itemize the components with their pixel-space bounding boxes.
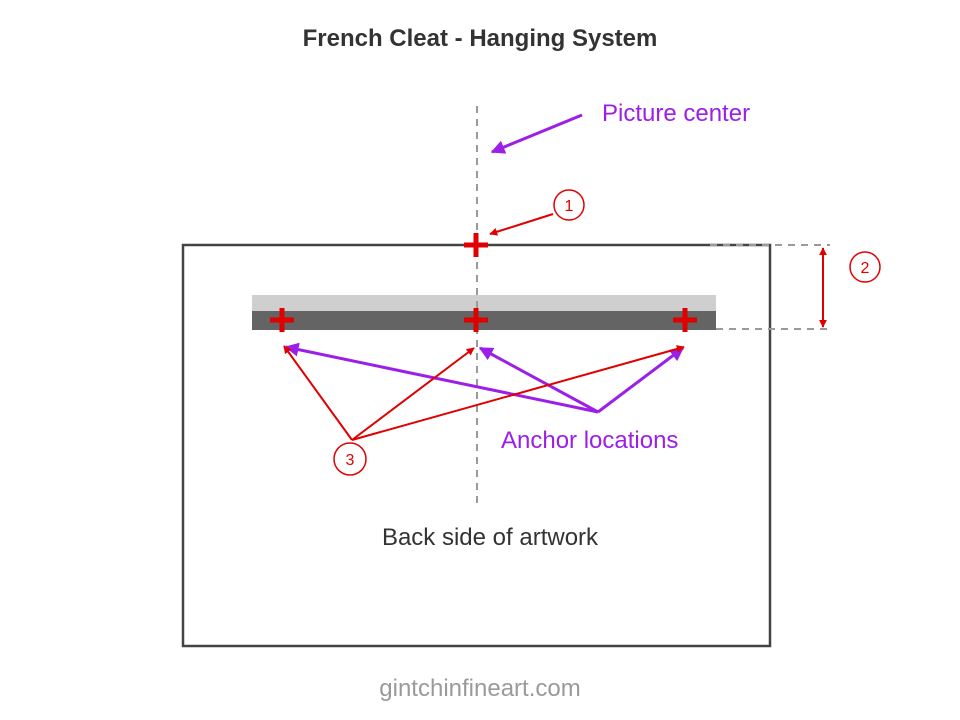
anchor-arrow-purple-right xyxy=(597,346,685,414)
callout-3-arrow-left xyxy=(283,345,353,441)
anchor-center-plus-marker xyxy=(464,308,488,332)
callout-2-circle xyxy=(849,251,881,283)
top-center-plus-marker xyxy=(464,233,488,257)
callout-3-arrow-right xyxy=(351,345,685,441)
callout-3-number: 3 xyxy=(346,452,355,469)
diagram-title: French Cleat - Hanging System xyxy=(303,25,658,52)
picture-center-arrow xyxy=(490,113,583,154)
anchor-right-plus-marker xyxy=(673,308,697,332)
cleat-top-bevel xyxy=(252,295,716,311)
callout-3-circle xyxy=(333,442,367,476)
picture-center-label: Picture center xyxy=(602,100,750,127)
callout-3-arrow-center xyxy=(351,347,475,441)
anchor-locations-label: Anchor locations xyxy=(501,427,678,454)
footer-website: gintchinfineart.com xyxy=(379,675,580,702)
anchor-left-plus-marker xyxy=(270,308,294,332)
anchor-arrow-purple-center xyxy=(478,346,599,414)
anchor-arrow-purple-left xyxy=(284,342,599,414)
back-side-label: Back side of artwork xyxy=(382,524,599,551)
callout-2-number: 2 xyxy=(861,260,870,277)
callout-1-circle xyxy=(553,189,585,221)
callout-1-arrow xyxy=(489,213,554,236)
callout-1-number: 1 xyxy=(565,198,574,215)
